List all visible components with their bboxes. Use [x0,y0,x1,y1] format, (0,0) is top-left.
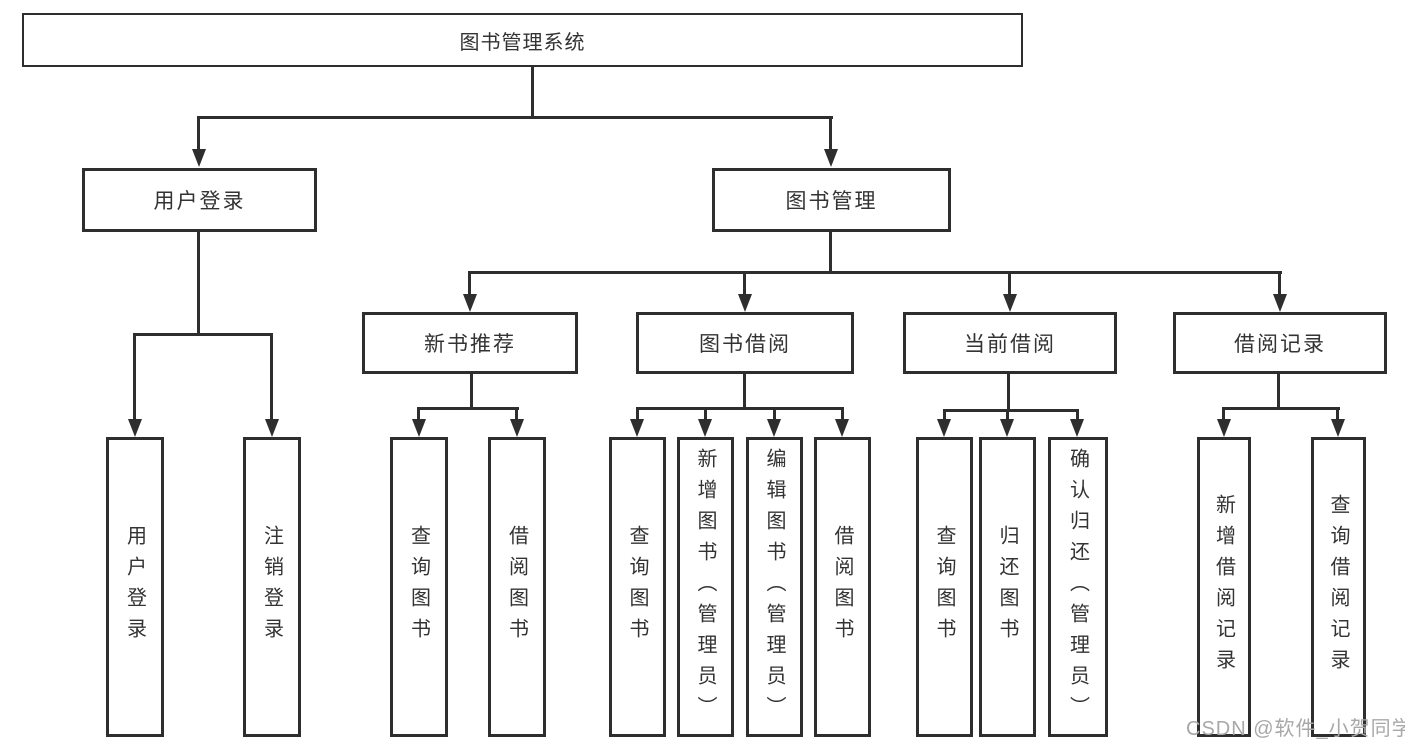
connector-drop-new-book [468,274,471,294]
leaf-query-borrow-record: 查询借阅记录 [1311,437,1366,737]
watermark: CSDN @软件_小贺同学 [1186,718,1405,740]
connector-new-book-rail [417,407,519,410]
arrowhead-leaf-icon [835,419,849,437]
connector-drop-leaf [1006,412,1009,419]
leaf-query-books-current: 查询图书 [916,437,973,737]
connector-drop-leaf [773,410,776,419]
connector-drop-book-borrow [743,274,746,294]
leaf-logout: 注销登录 [243,437,301,737]
arrowhead-leaf-icon [767,419,781,437]
node-book-borrowing: 图书借阅 [636,312,854,374]
connector-book-borrow-stem [743,374,746,409]
connector-book-management-rail [468,271,1282,274]
arrowhead-user-login-icon [192,149,206,167]
arrowhead-current-borrow-icon [1003,294,1017,312]
connector-borrow-records-stem [1277,374,1280,409]
connector-drop-leaf [1076,412,1079,419]
node-book-management: 图书管理 [712,168,951,232]
arrowhead-logout-leaf-icon [265,419,279,437]
connector-drop-leaf [515,410,518,419]
leaf-confirm-return-admin: 确认归还（管理员） [1048,437,1108,737]
arrowhead-leaf-icon [937,419,951,437]
connector-new-book-stem [470,374,473,409]
connector-root-stem [531,67,534,118]
arrowhead-borrow-records-icon [1273,294,1287,312]
leaf-add-borrow-record: 新增借阅记录 [1197,437,1251,737]
connector-borrow-records-rail [1222,407,1340,410]
connector-drop-leaf [1222,410,1225,419]
connector-drop-leaf [1336,410,1339,419]
arrowhead-leaf-icon [1331,419,1345,437]
connector-drop-user-login [197,119,200,149]
leaf-user-login: 用户登录 [106,437,164,737]
connector-current-borrow-rail [943,409,1079,412]
connector-drop-current-borrow [1008,274,1011,294]
connector-drop-leaf [636,410,639,419]
arrowhead-leaf-icon [1000,419,1014,437]
node-library-management-system: 图书管理系统 [22,13,1023,67]
connector-drop-leaf [704,410,707,419]
connector-user-login-stem [197,232,200,335]
connector-drop-leaf [943,412,946,419]
connector-current-borrow-stem [1007,374,1010,411]
arrowhead-book-management-icon [824,149,838,167]
arrowhead-leaf-icon [510,419,524,437]
connector-book-borrow-rail [636,407,844,410]
leaf-add-books-admin: 新增图书（管理员） [677,437,734,737]
node-current-borrowing: 当前借阅 [903,312,1117,374]
arrowhead-login-leaf-icon [128,419,142,437]
node-borrow-records: 借阅记录 [1173,312,1387,374]
arrowhead-leaf-icon [1070,419,1084,437]
connector-drop-leaf [417,410,420,419]
connector-drop-borrow-records [1278,274,1281,294]
leaf-borrow-books: 借阅图书 [814,437,871,737]
arrowhead-new-book-icon [463,294,477,312]
node-user-login: 用户登录 [82,168,317,232]
node-new-book-recommend: 新书推荐 [362,312,578,374]
arrowhead-leaf-icon [630,419,644,437]
connector-drop-login-leaf [133,336,136,419]
connector-user-login-rail [133,333,273,336]
connector-root-rail [197,116,833,119]
arrowhead-leaf-icon [698,419,712,437]
arrowhead-leaf-icon [1217,419,1231,437]
leaf-query-books-recommend: 查询图书 [390,437,448,737]
leaf-return-books: 归还图书 [979,437,1036,737]
leaf-query-books-borrow: 查询图书 [609,437,666,737]
leaf-borrow-books-recommend: 借阅图书 [488,437,546,737]
leaf-edit-books-admin: 编辑图书（管理员） [746,437,803,737]
connector-drop-book-management [829,119,832,149]
connector-book-management-stem [829,232,832,273]
arrowhead-book-borrow-icon [738,294,752,312]
connector-drop-leaf [841,410,844,419]
connector-drop-logout-leaf [270,336,273,419]
arrowhead-leaf-icon [412,419,426,437]
